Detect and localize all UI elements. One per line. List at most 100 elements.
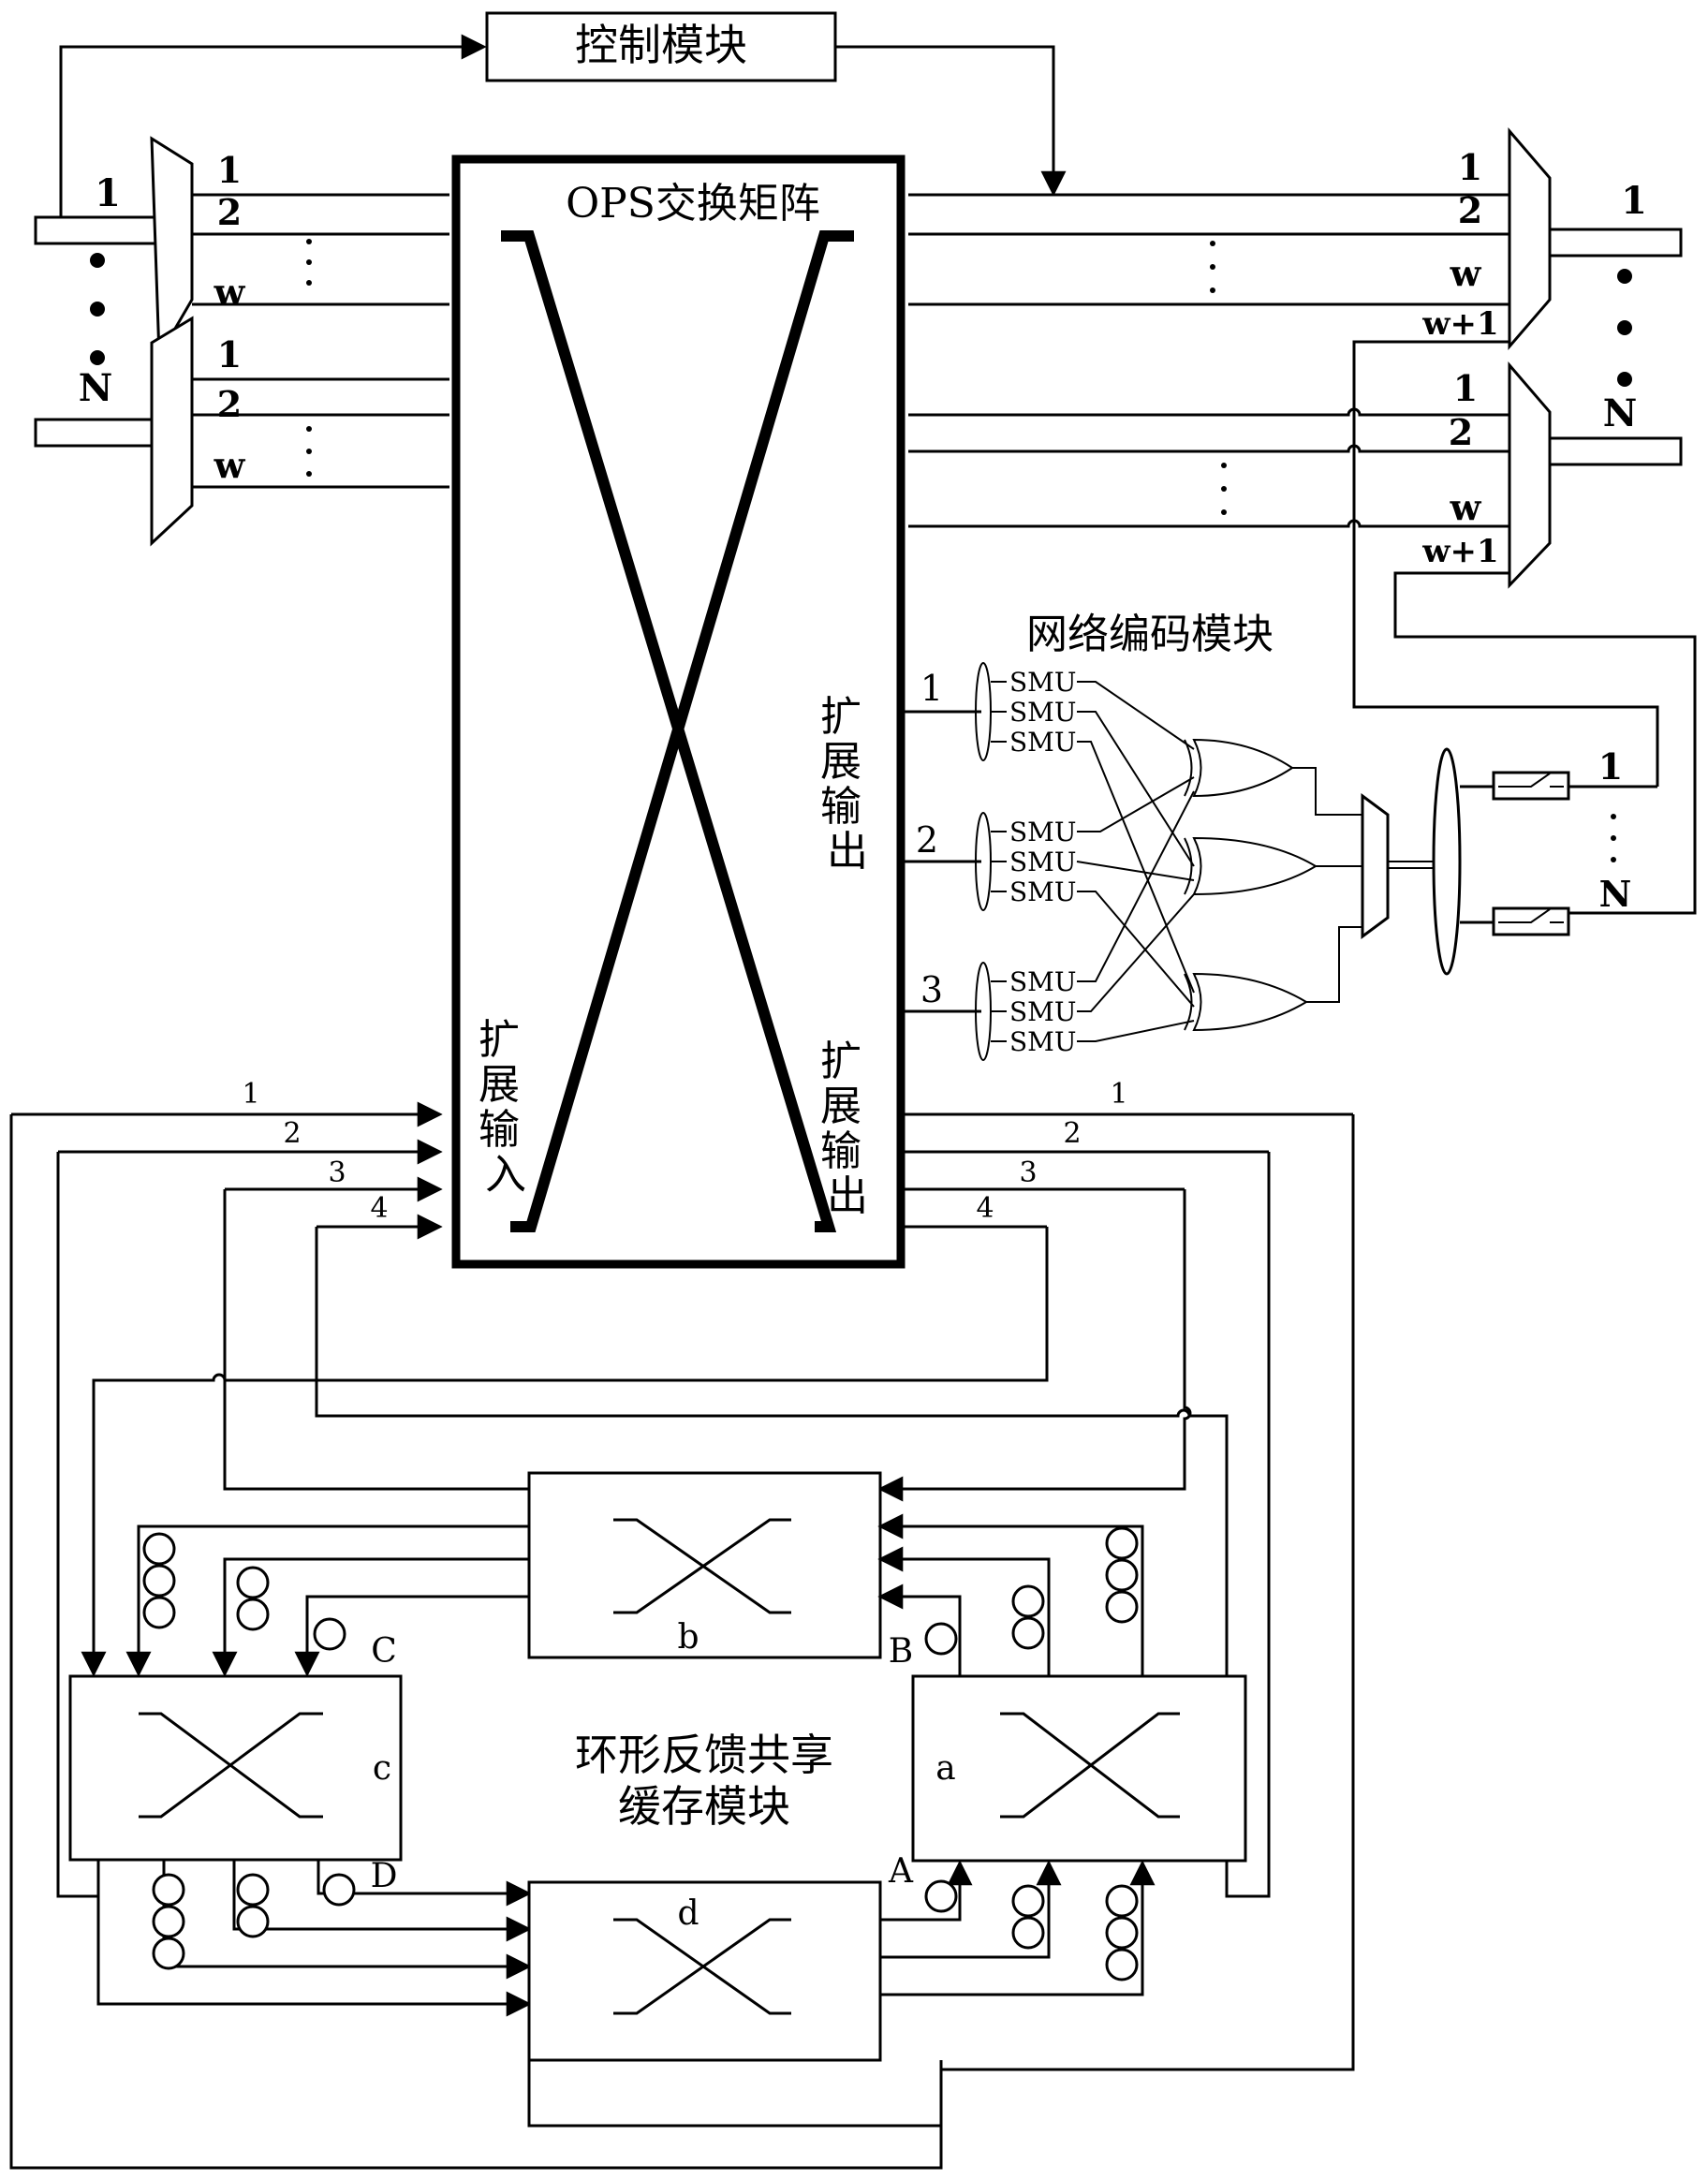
wavelength-label: 2: [1458, 189, 1482, 231]
dot: [1617, 269, 1632, 284]
input-fiber-N-label: N: [79, 366, 113, 410]
output-mux-1: [1509, 131, 1550, 346]
port-C-label: C: [371, 1632, 397, 1671]
delay-coil: [926, 1881, 956, 1911]
ext-output-label: 2: [1063, 1117, 1081, 1150]
port-label: 3: [920, 969, 943, 1010]
route-out3: [880, 1189, 1190, 1489]
control-in-arrow: [61, 47, 484, 217]
delay-coil: [144, 1598, 174, 1628]
input-fiber-1-label: 1: [95, 171, 121, 215]
smu-label: SMU: [1009, 817, 1076, 847]
output-splitter: [1434, 749, 1460, 974]
xor-input-curve: [1185, 838, 1192, 894]
wire: [880, 1526, 1142, 1676]
output-fiber-N-label: N: [1603, 391, 1638, 435]
char: 输: [479, 1106, 520, 1154]
switch-N-label: N: [1599, 873, 1632, 915]
delay-coil: [1107, 1528, 1137, 1558]
wire: [880, 1863, 1142, 1995]
smu-label: SMU: [1009, 667, 1076, 698]
delay-coil: [154, 1907, 184, 1937]
wavelength-label: w: [214, 444, 246, 486]
delay-coil: [1013, 1886, 1043, 1916]
expansion-input-label: 扩 展 输 入: [479, 1016, 533, 1199]
output-wavelength-line: [908, 409, 1512, 415]
smu-label: SMU: [1009, 697, 1076, 728]
port-B-label: B: [889, 1632, 913, 1671]
wire: [1077, 742, 1194, 993]
input-fiber-1: [36, 217, 155, 243]
combiner: [1362, 796, 1388, 936]
w1-feed-line-N: [1395, 573, 1695, 913]
buffer-switch-d: [529, 1882, 880, 2060]
delay-coil: [238, 1875, 268, 1905]
smu-label: SMU: [1009, 847, 1076, 877]
delay-coil: [1107, 1592, 1137, 1622]
char: 输: [820, 783, 861, 831]
buffer-module-label-line1: 环形反馈共享: [575, 1730, 833, 1780]
smu-group-2: SMU SMU SMU: [991, 817, 1076, 907]
output-fiber-N: [1550, 438, 1681, 464]
buffer-a-label: a: [935, 1749, 955, 1788]
char: 扩: [479, 1016, 520, 1064]
switch-1-label: 1: [1598, 745, 1623, 788]
input-fiber-N: [36, 420, 155, 446]
char: 出: [827, 828, 868, 876]
wavelength-label: 2: [217, 191, 242, 233]
char: 输: [820, 1127, 861, 1175]
buffer-switch-a: [913, 1676, 1245, 1861]
delay-coil: [238, 1568, 268, 1598]
output-wavelength-line: [908, 521, 1512, 526]
delay-coil: [238, 1599, 268, 1629]
dot: [306, 259, 312, 265]
dot: [1210, 241, 1215, 246]
wavelength-label: 2: [1449, 411, 1473, 453]
wire: [1077, 791, 1194, 981]
port-A-label: A: [888, 1852, 914, 1891]
ext-output-label: 3: [1019, 1156, 1037, 1189]
wavelength-label: w+1: [1421, 533, 1498, 570]
char: 入: [485, 1151, 526, 1199]
output-fiber-1-label: 1: [1621, 179, 1647, 223]
wire: [1077, 1021, 1194, 1041]
wavelength-label: 1: [1458, 146, 1482, 188]
wavelength-label: 1: [217, 149, 242, 191]
control-module-label: 控制模块: [575, 20, 747, 70]
xor-body: [1194, 740, 1292, 796]
ext-output-label: 1: [1110, 1078, 1127, 1111]
ext-input-label: 2: [283, 1117, 301, 1150]
dot: [1210, 264, 1215, 270]
smu-xor-wiring: [1077, 682, 1194, 1041]
smu-label: SMU: [1009, 876, 1076, 907]
delay-coil: [1013, 1918, 1043, 1948]
delay-coil: [1013, 1586, 1043, 1616]
char: 扩: [820, 693, 861, 741]
route-out1: [941, 1114, 1353, 2070]
smu-label: SMU: [1009, 966, 1076, 997]
wire: [1292, 768, 1362, 815]
output-mux-N: [1509, 365, 1550, 585]
smu-label: SMU: [1009, 1026, 1076, 1057]
dot: [306, 280, 312, 286]
char: 展: [820, 1083, 861, 1130]
char: 出: [827, 1172, 868, 1220]
smu-group-3: SMU SMU SMU: [991, 966, 1076, 1057]
input-demux-N: [152, 318, 192, 543]
wavelength-label: 2: [217, 383, 242, 425]
char: 扩: [820, 1038, 861, 1085]
xor-gate-2: [1185, 838, 1316, 894]
wire: [1077, 682, 1194, 749]
expansion-output-label-upper: 扩 展 输 出: [820, 693, 875, 876]
port-D-label: D: [371, 1857, 398, 1895]
dot: [306, 239, 312, 244]
xor-gate-1: [1185, 740, 1292, 796]
dot: [306, 471, 312, 477]
ext-input-label: 3: [328, 1156, 346, 1189]
network-coding-module-label: 网络编码模块: [1026, 611, 1274, 658]
delay-coil: [154, 1938, 184, 1968]
dot: [1210, 287, 1215, 293]
wavelength-label: 1: [1453, 367, 1478, 409]
dot: [1221, 463, 1227, 468]
